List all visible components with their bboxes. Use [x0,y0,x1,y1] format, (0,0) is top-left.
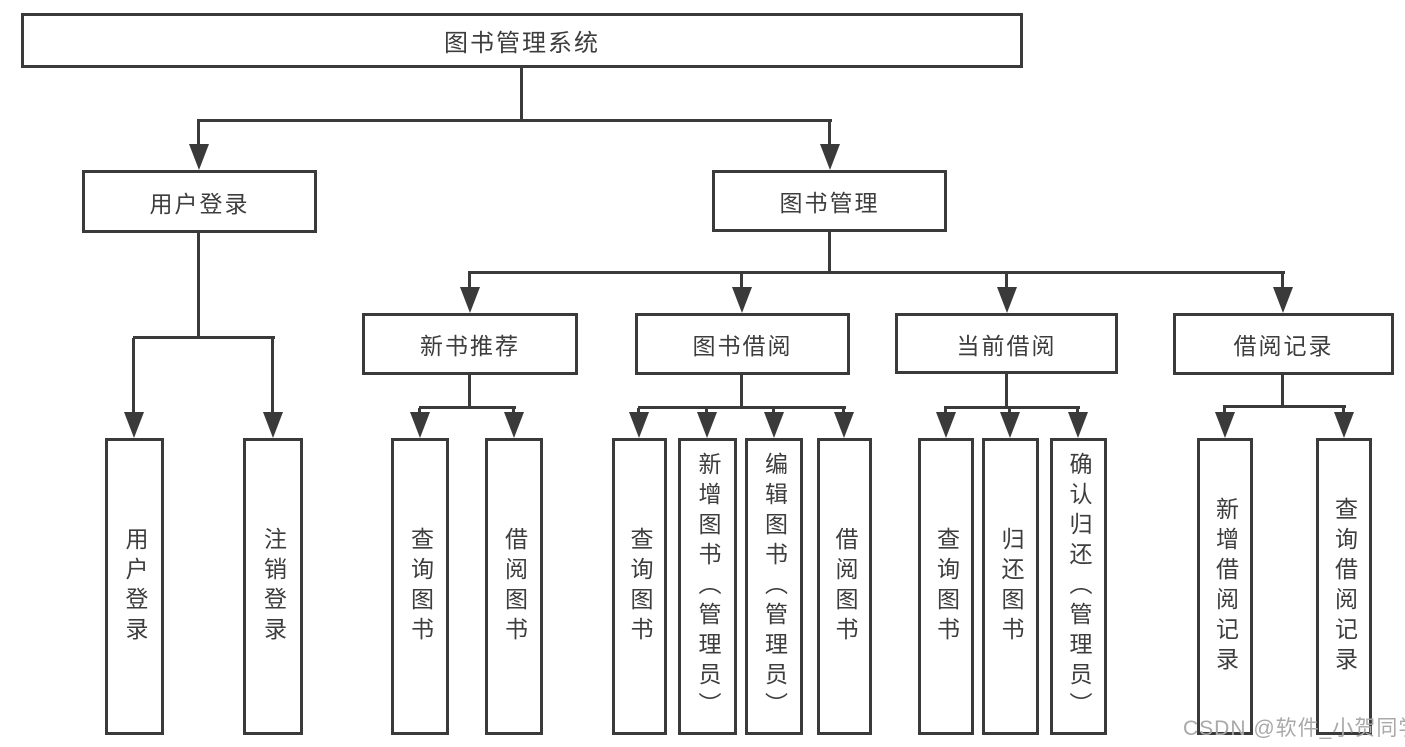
arrow-head-icon [1000,412,1020,438]
arrow-stem [944,408,947,414]
arrow-stem [512,408,515,414]
leaf-edit-book-admin: 编辑图书（管理员） [745,438,803,735]
connector-line [828,232,831,273]
connector-line [197,119,832,122]
arrow-stem [740,272,743,289]
node-book-management: 图书管理 [712,170,947,232]
connector-line [468,271,1285,274]
arrow-stem [637,408,640,414]
arrow-head-icon [504,412,524,438]
node-user-login: 用户登录 [82,170,317,233]
connector-line [944,406,1080,409]
arrow-stem [1076,408,1079,414]
arrow-head-icon [820,144,840,170]
arrow-stem [828,121,831,146]
leaf-user-login: 用户登录 [105,438,164,735]
connector-line [1005,374,1008,408]
arrow-head-icon [997,287,1017,313]
arrow-head-icon [1334,412,1354,438]
connector-line [197,233,200,338]
connector-line [1223,405,1346,408]
arrow-stem [842,408,845,414]
arrow-head-icon [834,412,854,438]
connector-line [468,375,471,408]
arrow-head-icon [1215,412,1235,438]
leaf-logout: 注销登录 [243,438,303,735]
arrow-stem [1005,272,1008,289]
node-current-borrow: 当前借阅 [895,313,1118,374]
arrow-head-icon [936,412,956,438]
arrow-stem [772,408,775,414]
arrow-head-icon [1273,287,1293,313]
node-root: 图书管理系统 [21,13,1023,68]
node-new-book-recommend: 新书推荐 [362,313,578,375]
node-borrow-records: 借阅记录 [1173,313,1394,375]
leaf-query-borrow-record: 查询借阅记录 [1316,438,1372,735]
connector-line [1281,375,1284,407]
node-book-borrow: 图书借阅 [635,313,850,375]
leaf-confirm-return-admin: 确认归还（管理员） [1050,438,1107,735]
arrow-head-icon [629,412,649,438]
connector-line [638,406,846,409]
leaf-add-borrow-record: 新增借阅记录 [1197,438,1253,735]
leaf-query-books-3: 查询图书 [918,438,974,735]
arrow-head-icon [124,412,144,438]
connector-line [419,406,516,409]
leaf-borrow-books-2: 借阅图书 [817,438,872,735]
leaf-query-books-1: 查询图书 [391,438,449,735]
connector-line [740,375,743,408]
leaf-return-book: 归还图书 [982,438,1039,735]
arrow-head-icon [697,412,717,438]
leaf-borrow-books-1: 借阅图书 [485,438,543,735]
arrow-head-icon [189,144,209,170]
arrow-head-icon [460,287,480,313]
arrow-stem [1008,408,1011,414]
leaf-add-book-admin: 新增图书（管理员） [678,438,737,735]
connector-line [133,336,275,339]
arrow-head-icon [1068,412,1088,438]
arrow-head-icon [732,287,752,313]
arrow-stem [418,408,421,414]
arrow-stem [468,272,471,289]
arrow-stem [705,408,708,414]
arrow-stem [132,338,135,414]
arrow-stem [1223,407,1226,414]
arrow-stem [271,338,274,414]
arrow-head-icon [263,412,283,438]
connector-line [520,68,523,121]
arrow-head-icon [764,412,784,438]
leaf-query-books-2: 查询图书 [612,438,667,735]
watermark: CSDN @软件_小贺同学 [1183,717,1405,740]
arrow-head-icon [410,412,430,438]
arrow-stem [1342,407,1345,414]
arrow-stem [197,121,200,146]
arrow-stem [1281,272,1284,289]
